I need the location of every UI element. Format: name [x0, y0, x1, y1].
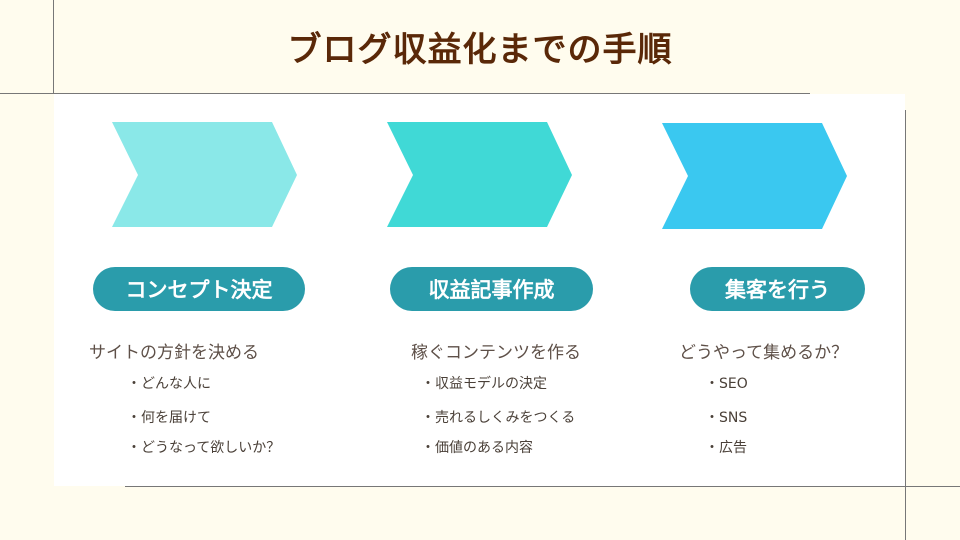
step-3-subtitle: どうやって集めるか？: [679, 343, 849, 363]
step-1-item: ・どんな人に: [127, 376, 211, 392]
vertical-line-left: [53, 0, 54, 94]
step-3-label: 集客を行う: [690, 267, 865, 311]
chevron-step-1: [112, 122, 297, 227]
page-title: ブログ収益化までの手順: [287, 30, 673, 70]
horizontal-line-bottom: [125, 486, 960, 487]
chevron-step-2: [387, 122, 572, 227]
chevron-step-3: [662, 123, 847, 229]
step-2-item: ・価値のある内容: [421, 440, 533, 456]
step-2-item: ・収益モデルの決定: [421, 376, 547, 392]
step-2-subtitle: 稼ぐコンテンツを作る: [411, 343, 581, 363]
step-1-label: コンセプト決定: [93, 267, 305, 311]
step-1-item: ・どうなって欲しいか？: [127, 440, 281, 456]
step-3-item: ・SNS: [705, 410, 748, 426]
horizontal-line-top: [0, 93, 810, 94]
step-2-label: 収益記事作成: [390, 267, 593, 311]
vertical-line-right: [905, 110, 906, 540]
step-3-item: ・広告: [705, 440, 747, 456]
step-3-item: ・SEO: [705, 376, 748, 392]
step-1-item: ・何を届けて: [127, 410, 211, 426]
step-1-subtitle: サイトの方針を決める: [89, 343, 259, 363]
step-2-item: ・売れるしくみをつくる: [421, 410, 576, 426]
